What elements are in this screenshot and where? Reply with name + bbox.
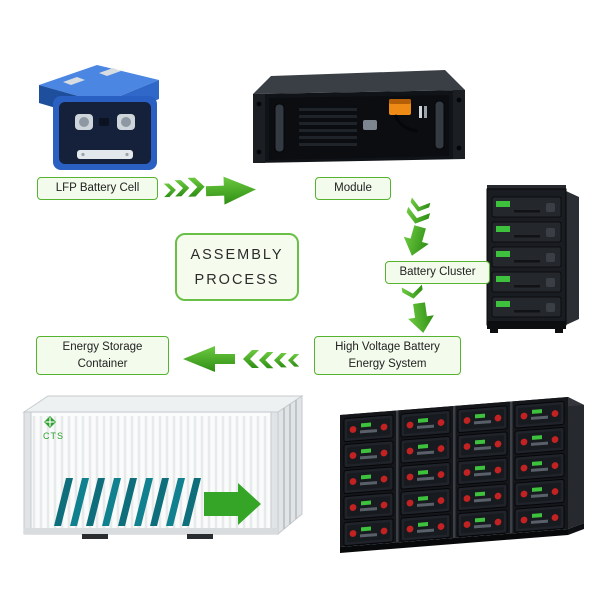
label-hv-line2: Energy System [348,357,427,370]
label-lfp-battery-cell: LFP Battery Cell [37,177,158,200]
arrow-cluster-to-hv-icon [396,282,447,338]
assembly-process-line1: ASSEMBLY [190,246,284,263]
module-graphic [253,70,465,163]
label-container-line1: Energy Storage [62,340,143,353]
label-hv-line1: High Voltage Battery [335,340,440,353]
label-battery-cluster: Battery Cluster [385,261,490,284]
storage-container-graphic: CTS [22,395,304,539]
label-module: Module [315,177,391,200]
battery-cluster-graphic [486,185,579,333]
arrow-hv-to-container-icon [177,340,311,378]
hv-battery-system-image [328,383,588,558]
storage-container-image: CTS [12,386,312,556]
arrow-module-to-cluster-icon [390,196,451,266]
hv-battery-system-graphic [340,397,584,553]
label-energy-storage-container: Energy Storage Container [36,336,169,375]
label-container-line2: Container [77,357,128,370]
assembly-process-line2: PROCESS [194,271,280,288]
container-chevron-stripes [54,478,261,526]
cts-logo: CTS [43,416,64,441]
module-image [243,64,473,169]
label-hv-battery-energy-system: High Voltage Battery Energy System [314,336,461,375]
lfp-cell-graphic [39,65,159,170]
battery-cluster-image [480,183,585,333]
cts-logo-text: CTS [43,431,64,441]
lfp-cell-image [25,58,170,173]
assembly-process-box: ASSEMBLY PROCESS [175,233,299,301]
arrow-cells-to-module-icon [161,168,262,213]
